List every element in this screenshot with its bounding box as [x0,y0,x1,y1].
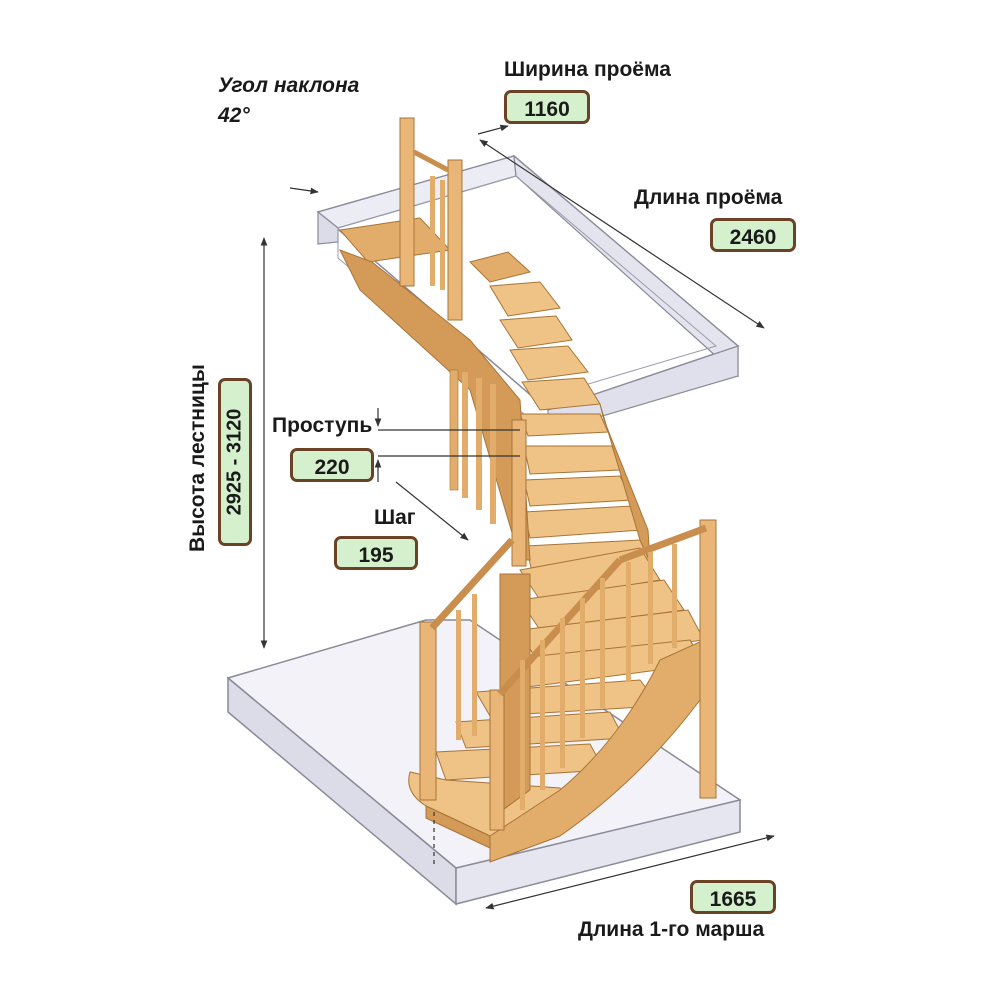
opening-length-label: Длина проёма [634,186,783,209]
lower-railing [419,519,717,831]
step-value: 195 [334,536,418,570]
flight-length-value: 1665 [690,880,776,914]
height-value: 2925 - 3120 [223,408,246,516]
height-label: Высота лестницы [186,364,209,552]
height-value-box: 2925 - 3120 [218,378,252,546]
slope-value: 42° [218,104,250,127]
opening-width-label: Ширина проёма [504,58,671,81]
dimension-lines [260,124,775,910]
flight-length-label: Длина 1-го марша [578,918,765,941]
tread-label: Проступь [272,414,373,437]
opening-width-value: 1160 [504,90,590,124]
tread-value: 220 [290,448,374,482]
opening-length-value: 2460 [710,218,796,252]
slope-title: Угол наклона [218,74,360,97]
step-label: Шаг [374,506,416,529]
